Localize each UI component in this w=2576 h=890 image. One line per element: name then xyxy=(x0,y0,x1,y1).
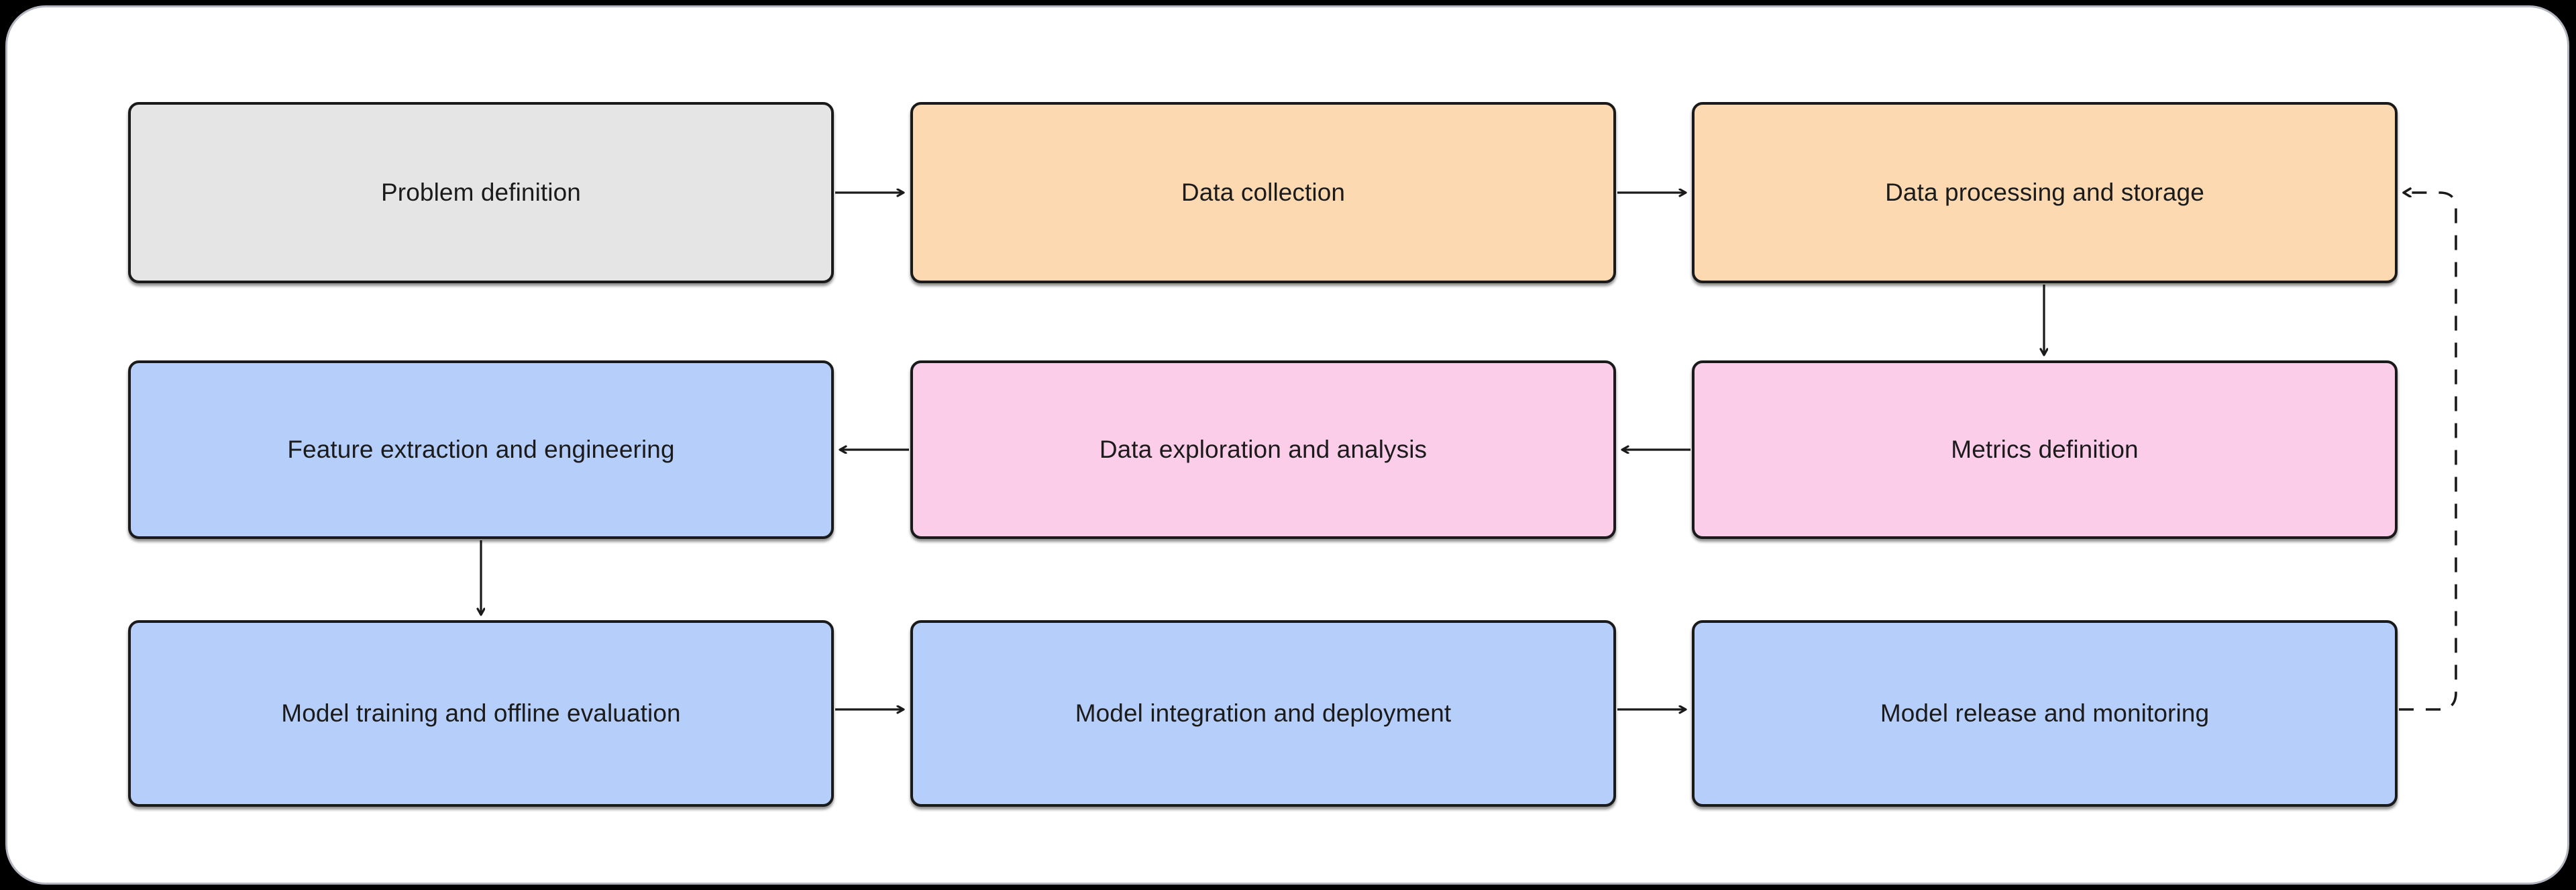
diagram-canvas: Problem definition Data collection Data … xyxy=(7,7,2567,883)
flow-node-label: Feature extraction and engineering xyxy=(287,435,675,463)
flow-node-label: Problem definition xyxy=(381,178,581,206)
flow-node-model-training-and-offline-evaluation[interactable]: Model training and offline evaluation xyxy=(128,620,834,807)
flow-node-data-exploration-and-analysis[interactable]: Data exploration and analysis xyxy=(910,360,1616,539)
app-window-frame: Problem definition Data collection Data … xyxy=(5,5,2569,885)
flow-node-label: Model integration and deployment xyxy=(1075,699,1452,727)
edge-model-release-feedback-to-data-processing xyxy=(2399,193,2457,711)
flow-node-metrics-definition[interactable]: Metrics definition xyxy=(1692,360,2398,539)
flow-node-label: Metrics definition xyxy=(1951,435,2139,463)
flow-node-data-collection[interactable]: Data collection xyxy=(910,102,1616,283)
flow-node-feature-extraction-and-engineering[interactable]: Feature extraction and engineering xyxy=(128,360,834,539)
flow-node-model-integration-and-deployment[interactable]: Model integration and deployment xyxy=(910,620,1616,807)
flow-node-label: Data processing and storage xyxy=(1885,178,2204,206)
flow-node-label: Model training and offline evaluation xyxy=(281,699,681,727)
flow-node-data-processing-and-storage[interactable]: Data processing and storage xyxy=(1692,102,2398,283)
flow-node-problem-definition[interactable]: Problem definition xyxy=(128,102,834,283)
flow-node-label: Model release and monitoring xyxy=(1880,699,2210,727)
flow-node-label: Data exploration and analysis xyxy=(1099,435,1428,463)
flow-node-model-release-and-monitoring[interactable]: Model release and monitoring xyxy=(1692,620,2398,807)
flow-node-label: Data collection xyxy=(1181,178,1346,206)
